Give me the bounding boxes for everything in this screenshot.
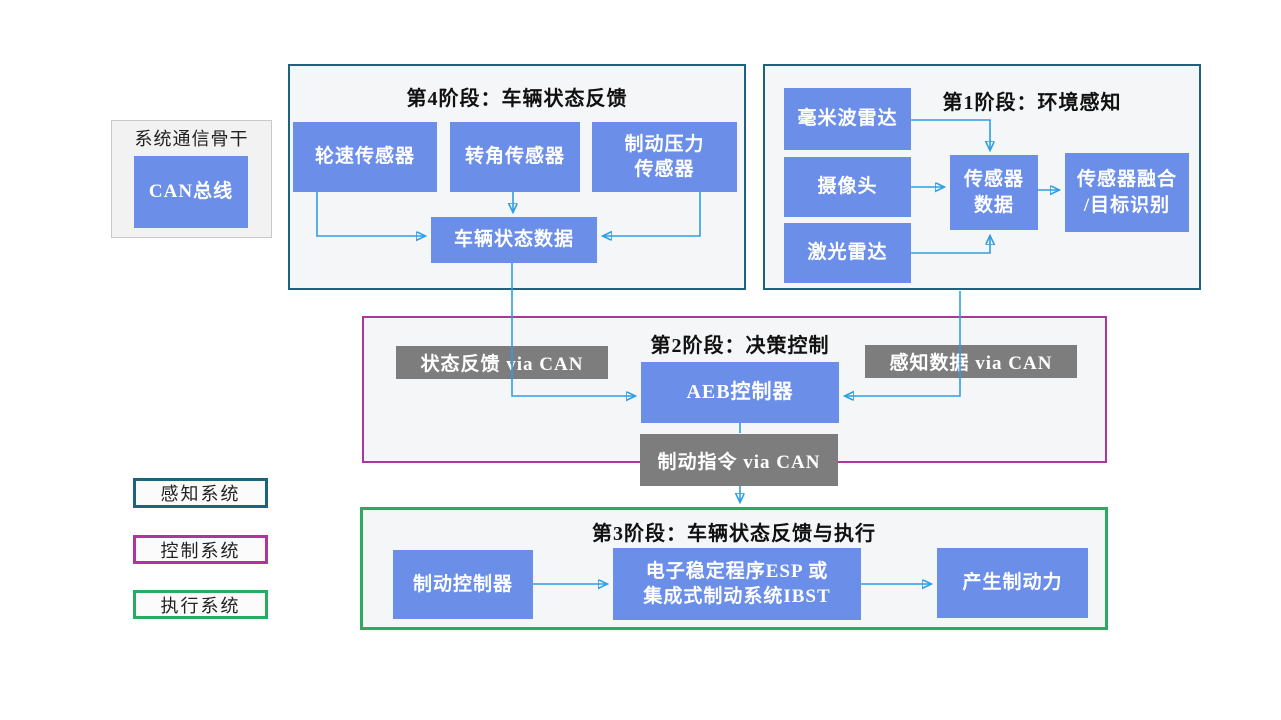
sensor-fusion-node: 传感器融合 /目标识别 — [1065, 153, 1189, 232]
can-bus-node: CAN总线 — [134, 156, 248, 228]
lidar-node: 激光雷达 — [784, 223, 911, 283]
aeb-controller-node: AEB控制器 — [641, 362, 839, 423]
vehicle-state-data-node: 车辆状态数据 — [431, 217, 597, 263]
stage2-title: 第2阶段：决策控制 — [650, 335, 830, 357]
stage3-title: 第3阶段：车辆状态反馈与执行 — [592, 523, 876, 545]
esp-ibst-node: 电子稳定程序ESP 或 集成式制动系统IBST — [613, 548, 861, 620]
sensor-data-node: 传感器 数据 — [950, 155, 1038, 230]
brake-pressure-sensor-node: 制动压力 传感器 — [592, 122, 737, 192]
brake-command-via-can-label: 制动指令 via CAN — [640, 434, 838, 486]
legend-control-system: 控制系统 — [133, 535, 268, 564]
state-feedback-via-can-label: 状态反馈 via CAN — [396, 346, 608, 379]
legend-perception-system: 感知系统 — [133, 478, 268, 508]
stage1-title: 第1阶段：环境感知 — [942, 92, 1122, 114]
stage4-title: 第4阶段：车辆状态反馈 — [406, 88, 628, 110]
legend-execution-system: 执行系统 — [133, 590, 268, 619]
steering-angle-sensor-node: 转角传感器 — [450, 122, 580, 192]
camera-node: 摄像头 — [784, 157, 911, 217]
mmwave-radar-node: 毫米波雷达 — [784, 88, 911, 150]
perception-data-via-can-label: 感知数据 via CAN — [865, 345, 1077, 378]
braking-force-node: 产生制动力 — [937, 548, 1088, 618]
brake-controller-node: 制动控制器 — [393, 550, 533, 619]
wheel-speed-sensor-node: 轮速传感器 — [293, 122, 437, 192]
backbone-title: 系统通信骨干 — [134, 129, 249, 149]
